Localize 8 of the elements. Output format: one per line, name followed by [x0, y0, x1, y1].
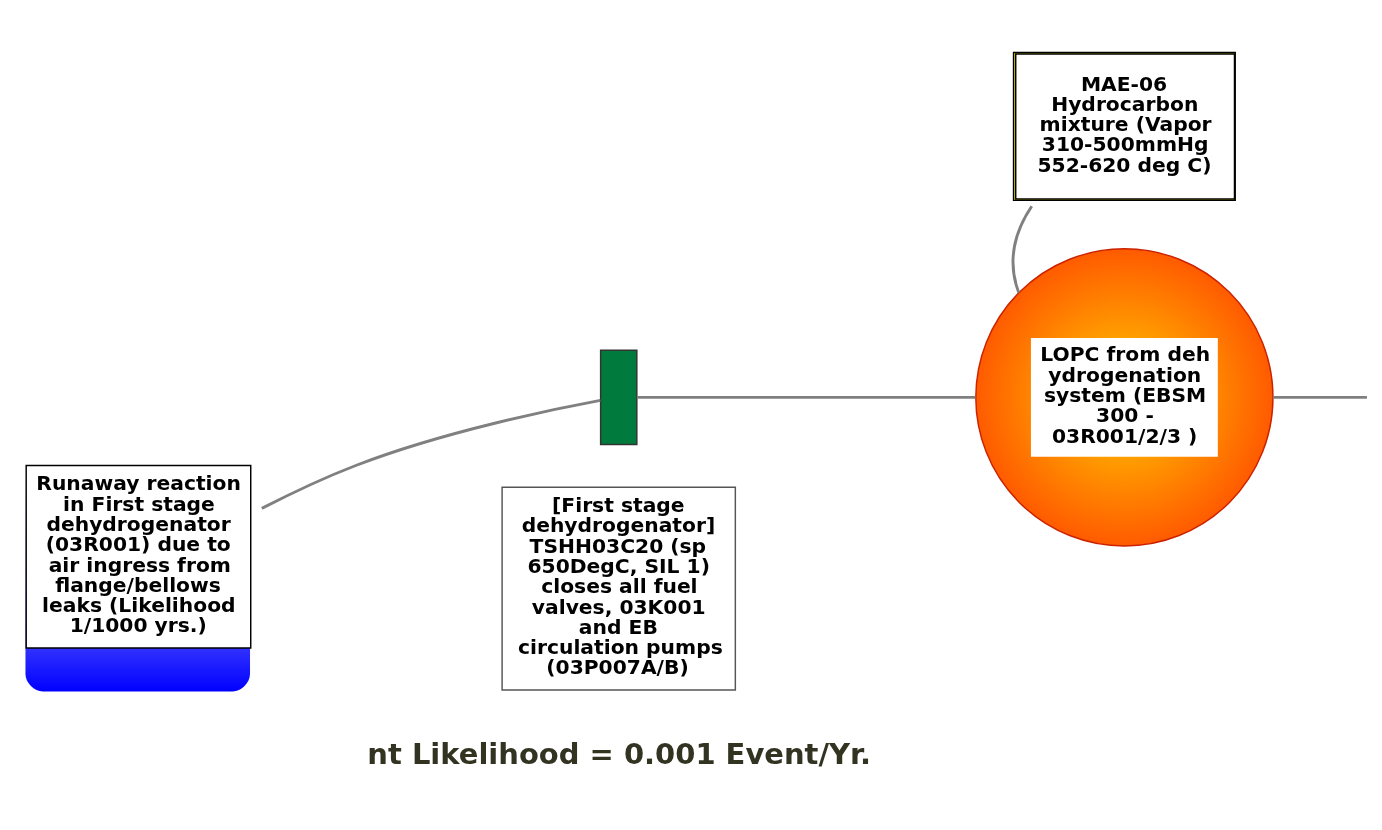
connector — [1273, 395, 1367, 399]
connector — [261, 398, 601, 510]
connector — [1011, 205, 1033, 293]
node-bar — [599, 349, 638, 445]
label: nt Likelihood = 0.001 Event/Yr. — [367, 736, 872, 771]
node-circle: LOPC from dehydrogenation system (EBSM 300 - 03R001/2/3 ) — [975, 247, 1274, 547]
connector — [636, 395, 976, 399]
node-box: [First stage dehydrogenator] TSHH03C20 (sp 650DegC, SIL 1) closes all fuel valves, 03K001 and EB circulation pumps (03P007A/B) — [501, 486, 737, 691]
